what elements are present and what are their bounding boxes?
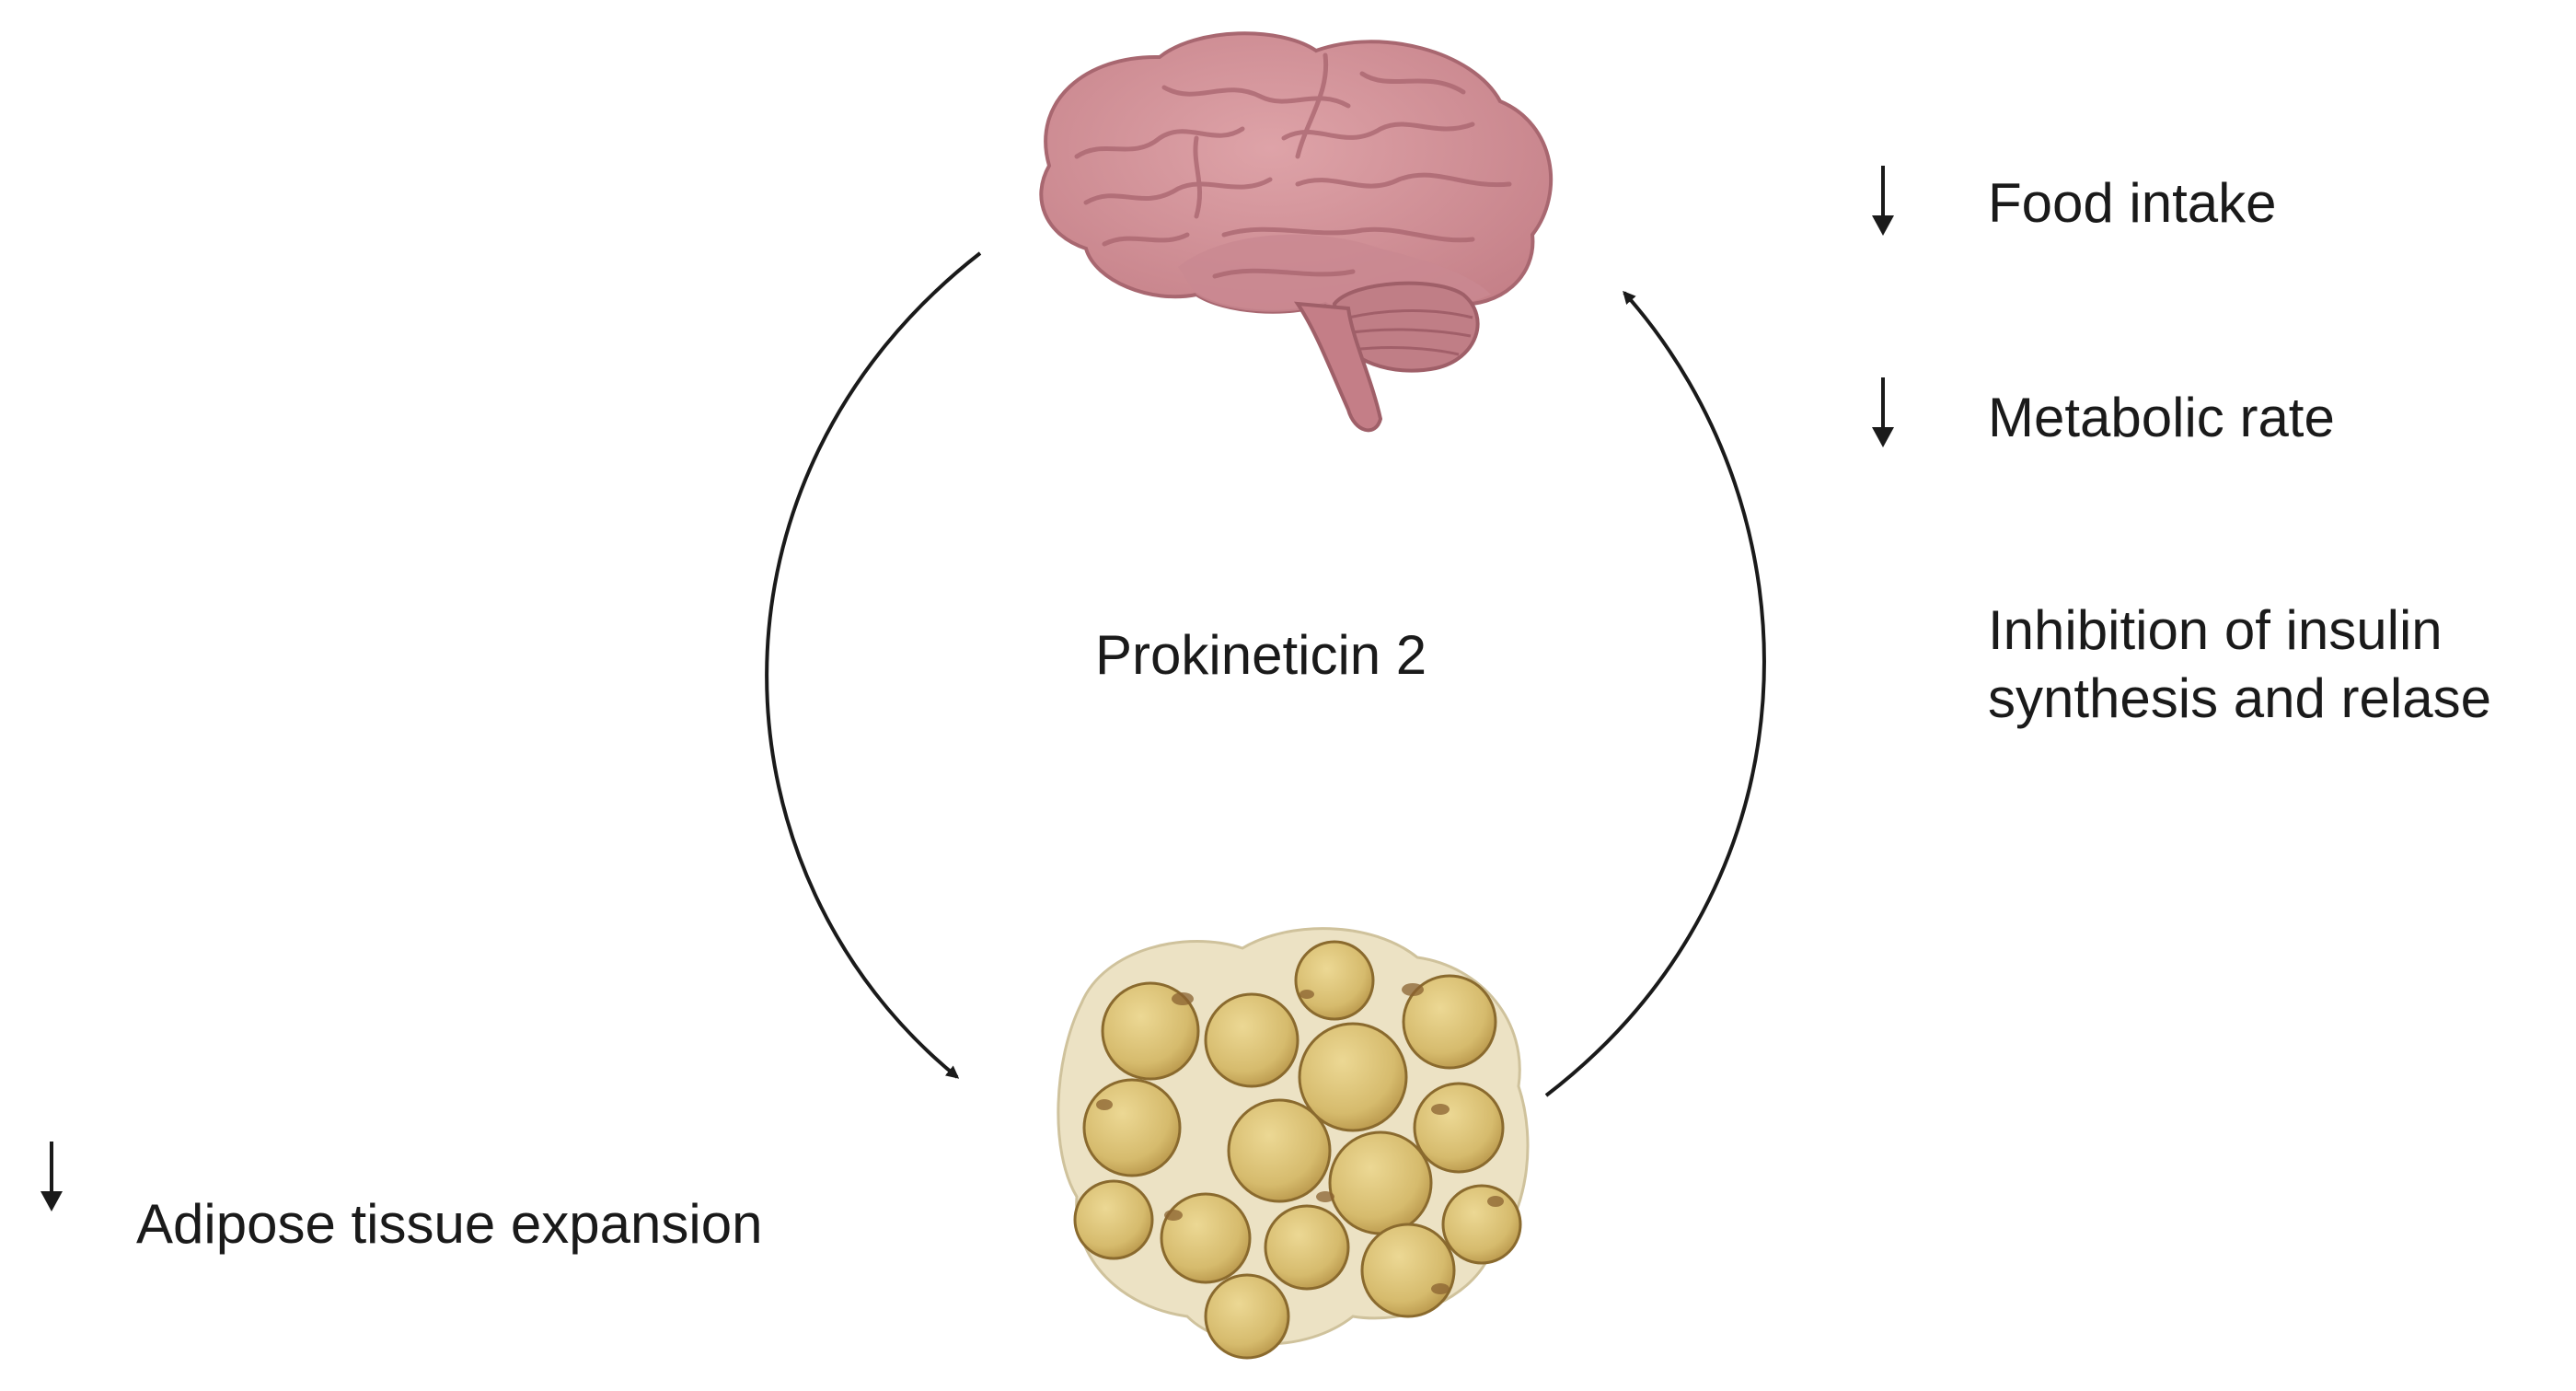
effect-adipose-expansion: Adipose tissue expansion: [136, 1193, 763, 1255]
effect-metabolic-rate: Metabolic rate: [1988, 387, 2335, 448]
cycle-arrow-left: [765, 251, 982, 1079]
effect-insulin-line-1: Inhibition of insulin: [1988, 599, 2443, 661]
cycle-arrow-right: [1544, 290, 1766, 1097]
center-label: Prokineticin 2: [1095, 624, 1427, 686]
effect-food-intake: Food intake: [1988, 172, 2277, 234]
brain-icon: [1039, 31, 1554, 433]
down-arrow-icon: [40, 1142, 63, 1211]
down-arrow-icon: [1872, 377, 1894, 447]
adipose-tissue-icon: [1057, 927, 1530, 1360]
effect-insulin-line-2: synthesis and relase: [1988, 667, 2491, 729]
down-arrow-icon: [1872, 166, 1894, 236]
